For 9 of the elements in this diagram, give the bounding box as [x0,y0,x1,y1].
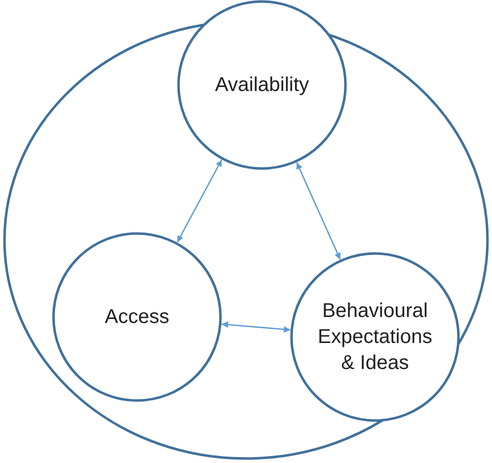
circle-node [177,0,347,170]
node-label: Availability [214,73,310,98]
circle-node [290,252,460,422]
circle-node [52,232,222,402]
double-headed-arrow [176,160,222,242]
double-headed-arrow [296,162,341,260]
node-label: Behavioural Expectations & Ideas [316,299,434,376]
double-headed-arrow [222,321,290,333]
node-label: Access [104,305,170,330]
